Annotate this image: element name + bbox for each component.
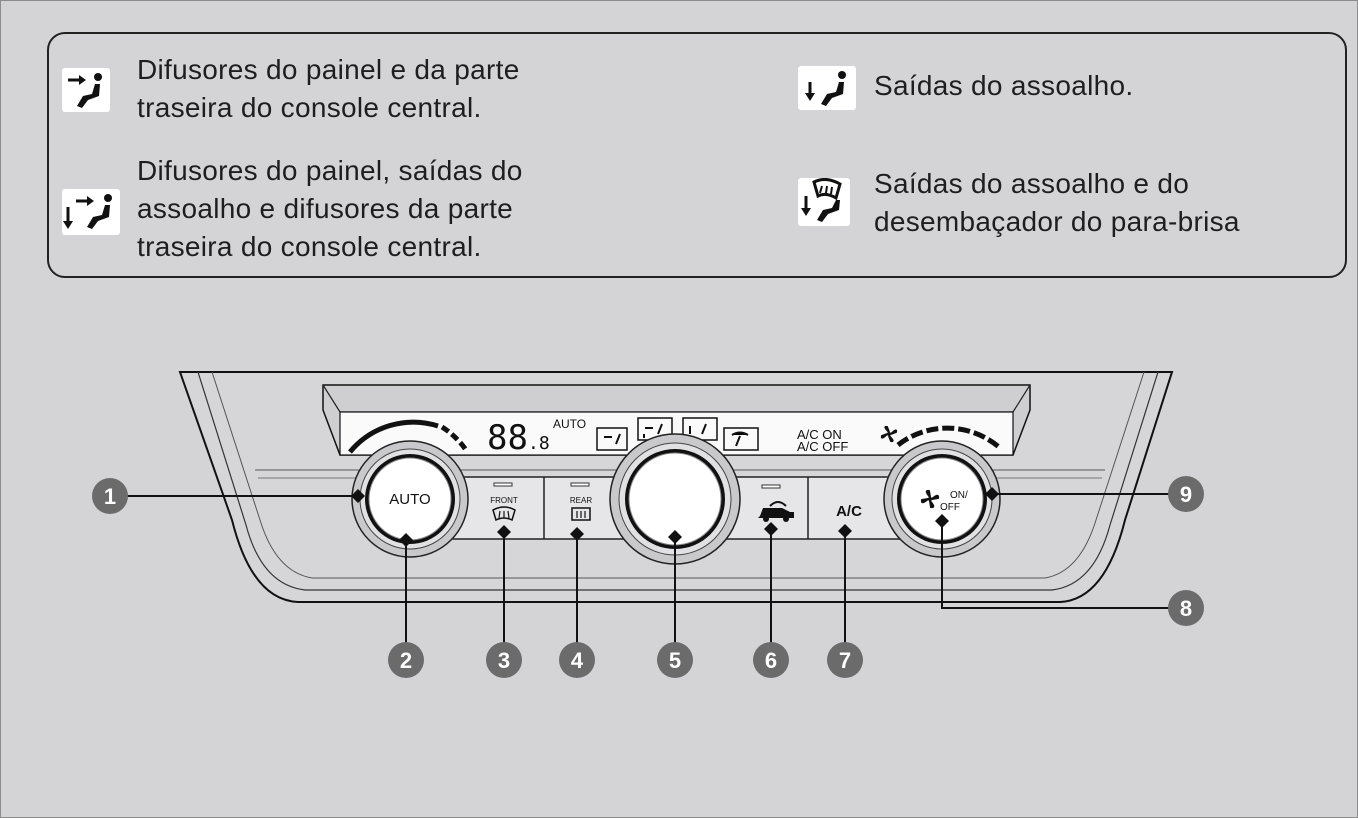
fan-icon <box>920 489 940 509</box>
legend-box: Difusores do painel e da parte traseira … <box>47 32 1347 278</box>
fan-speed-arc <box>896 425 1002 450</box>
callout-1: 1 <box>92 478 128 514</box>
legend-text-floor-defrost: Saídas do assoalho e do desembaçador do … <box>874 168 1240 237</box>
leader-markers <box>351 487 999 547</box>
recirculation-button[interactable] <box>758 484 794 522</box>
front-defrost-label: FRONT <box>490 496 518 505</box>
legend-text-dashboard: Difusores do painel e da parte traseira … <box>137 54 520 123</box>
svg-text:1: 1 <box>104 484 116 509</box>
svg-text:8: 8 <box>1180 596 1192 621</box>
recirculation-car-icon <box>758 501 794 522</box>
legend-text-dashboard-floor: Difusores do painel, saídas do assoalho … <box>137 155 523 262</box>
floor-defroster-vent-icon <box>798 178 850 226</box>
auto-knob-label: AUTO <box>389 491 430 508</box>
callout-3: 3 <box>486 642 522 678</box>
left-temperature-arc <box>348 419 469 454</box>
display-ac-off: A/C OFF <box>797 439 848 454</box>
svg-text:5: 5 <box>669 648 681 673</box>
ac-button[interactable]: A/C <box>836 503 862 520</box>
callout-8: 8 <box>1168 590 1204 626</box>
dashboard-floor-vent-icon <box>62 189 120 235</box>
dashboard-vent-icon <box>62 68 110 112</box>
display-fan-icon <box>880 425 898 443</box>
leader-lines <box>110 493 1186 660</box>
display-mode-indicators <box>596 417 759 451</box>
svg-text:9: 9 <box>1180 482 1192 507</box>
fan-on-label: ON/ <box>950 490 968 501</box>
display-ac-on: A/C ON <box>797 427 842 442</box>
fan-power-knob[interactable]: ON/ OFF <box>883 440 1001 558</box>
fan-off-label: OFF <box>940 502 960 513</box>
callout-7: 7 <box>827 642 863 678</box>
callout-9: 9 <box>1168 476 1204 512</box>
front-defrost-button[interactable]: FRONT <box>490 482 518 522</box>
callout-5: 5 <box>657 642 693 678</box>
svg-text:2: 2 <box>400 648 412 673</box>
display-temperature: 88 <box>487 418 528 458</box>
rear-defrost-label: REAR <box>570 496 592 505</box>
auto-knob[interactable]: AUTO <box>351 440 469 558</box>
rear-defrost-icon <box>571 507 591 521</box>
svg-text:3: 3 <box>498 648 510 673</box>
svg-text:4: 4 <box>571 648 584 673</box>
floor-vent-icon <box>798 66 856 110</box>
legend-text-floor: Saídas do assoalho. <box>874 70 1134 101</box>
display-auto-label: AUTO <box>553 417 586 431</box>
svg-text:6: 6 <box>765 648 777 673</box>
front-defrost-icon <box>492 506 516 522</box>
display-temperature-decimal: .8 <box>528 433 550 454</box>
callout-2: 2 <box>388 642 424 678</box>
callout-6: 6 <box>753 642 789 678</box>
rear-defrost-button[interactable]: REAR <box>570 482 592 521</box>
callout-4: 4 <box>559 642 595 678</box>
svg-text:7: 7 <box>839 648 851 673</box>
